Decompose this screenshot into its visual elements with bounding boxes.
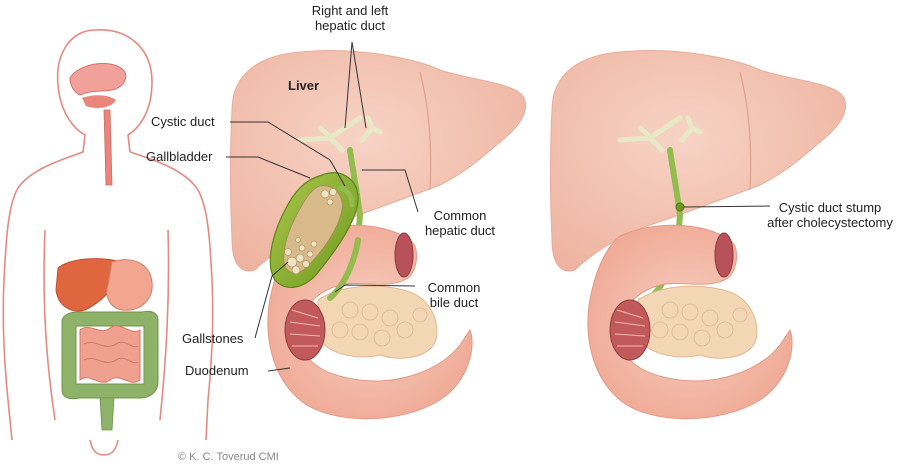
label-line: Right and left [290, 3, 410, 18]
label-line: Common [414, 280, 494, 295]
tongue [82, 95, 116, 108]
label-common-hepatic-duct: Common hepatic duct [412, 208, 508, 238]
label-line: Common [412, 208, 508, 223]
label-line: Cystic duct stump [760, 200, 900, 215]
duodenum-opening [395, 233, 413, 277]
label-line: hepatic duct [412, 223, 508, 238]
label-line: after cholecystectomy [760, 215, 900, 230]
oral-cavity [70, 63, 126, 95]
cystic-duct-stump [676, 203, 684, 211]
label-cystic-duct-stump: Cystic duct stump after cholecystectomy [760, 200, 900, 230]
copyright-credit: © K. C. Toverud CMI [178, 450, 279, 465]
label-common-bile-duct: Common bile duct [414, 280, 494, 310]
human-body-figure [3, 30, 213, 455]
label-line: bile duct [414, 295, 494, 310]
label-gallstones: Gallstones [182, 331, 243, 346]
label-gallbladder: Gallbladder [146, 149, 213, 164]
label-duodenum: Duodenum [185, 363, 249, 378]
rectum [100, 398, 114, 430]
small-intestine [80, 326, 140, 383]
label-cystic-duct: Cystic duct [151, 114, 215, 129]
label-right-left-hepatic-duct: Right and left hepatic duct [290, 3, 410, 33]
esophagus [104, 110, 112, 185]
stomach [107, 260, 152, 310]
organs-after-cholecystectomy [551, 51, 846, 419]
duodenal-lumen [285, 300, 325, 360]
label-line: hepatic duct [290, 18, 410, 33]
label-liver: Liver [288, 78, 319, 93]
